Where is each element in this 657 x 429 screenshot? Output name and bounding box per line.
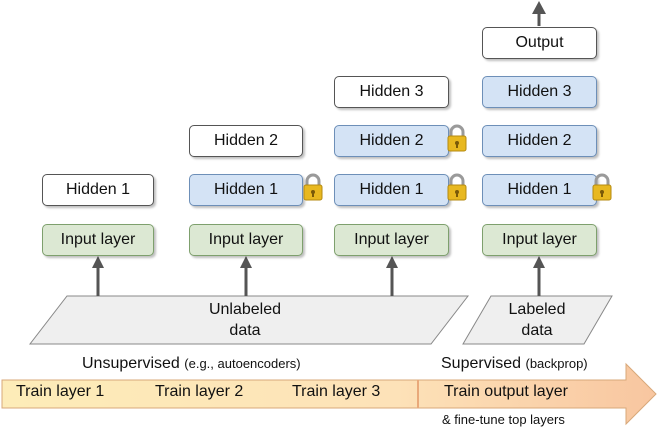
layer-label: Input layer: [354, 231, 429, 248]
layer-label: Input layer: [502, 231, 577, 248]
unlabeled-line1: Unlabeled: [208, 301, 282, 318]
layer-label: Hidden 1: [359, 181, 424, 198]
up-arrow-icon: [240, 256, 252, 268]
col3-hidden2-box: Hidden 2: [334, 125, 449, 157]
col2-input-layer-box: Input layer: [189, 224, 303, 256]
col3-hidden3-box: Hidden 3: [334, 76, 449, 108]
layer-label: Hidden 3: [507, 83, 572, 100]
labeled-line1: Labeled: [508, 301, 566, 318]
lock-icon: [447, 173, 467, 201]
train-step-4: Train output layer: [444, 383, 568, 400]
lock-icon: [447, 124, 467, 152]
layer-label: Hidden 2: [507, 132, 572, 149]
supervised-note: (backprop): [525, 356, 588, 371]
layer-label: Hidden 1: [65, 181, 131, 198]
layer-label: Hidden 2: [213, 132, 279, 149]
up-arrow-icon: [92, 256, 104, 268]
col3-hidden1-box: Hidden 1: [334, 174, 449, 206]
labeled-data-shape: [462, 295, 613, 345]
layer-label: Input layer: [60, 231, 136, 248]
labeled-line2: data: [521, 322, 553, 339]
layer-label: Hidden 2: [359, 132, 424, 149]
timeline-arrow-icon: [1, 362, 657, 426]
layer-label: Input layer: [208, 231, 284, 248]
lock-icon: [303, 173, 323, 201]
fine-tune-note: & fine-tune top layers: [442, 412, 565, 427]
unsupervised-note: (e.g., autoencoders): [184, 356, 301, 371]
lock-icon: [592, 173, 612, 201]
labeled-data-label: Labeled data: [487, 299, 587, 341]
unsupervised-title: Unsupervised: [82, 355, 180, 372]
up-arrow-icon: [533, 256, 545, 268]
layer-label: Output: [515, 34, 564, 51]
unsupervised-heading: Unsupervised (e.g., autoencoders): [82, 355, 301, 373]
col4-hidden2-box: Hidden 2: [482, 125, 597, 157]
col1-input-layer-box: Input layer: [42, 224, 154, 256]
col4-output-box: Output: [482, 27, 597, 59]
unlabeled-line2: data: [229, 322, 261, 339]
output-arrow-icon: [532, 1, 546, 14]
col2-hidden1-box: Hidden 1: [189, 174, 303, 206]
col4-input-layer-box: Input layer: [482, 224, 597, 256]
supervised-title: Supervised: [441, 355, 522, 372]
unlabeled-data-shape: [28, 295, 470, 345]
unlabeled-data-label: Unlabeled data: [190, 299, 300, 341]
col3-input-layer-box: Input layer: [334, 224, 449, 256]
train-step-2: Train layer 2: [155, 383, 244, 400]
col2-hidden2-box: Hidden 2: [189, 125, 303, 157]
col1-hidden1-box: Hidden 1: [42, 174, 154, 206]
layer-label: Hidden 3: [359, 83, 424, 100]
supervised-heading: Supervised (backprop): [441, 355, 588, 373]
layer-label: Hidden 1: [507, 181, 572, 198]
train-step-1: Train layer 1: [16, 383, 105, 400]
col4-hidden1-box: Hidden 1: [482, 174, 597, 206]
col4-hidden3-box: Hidden 3: [482, 76, 597, 108]
train-step-3: Train layer 3: [292, 383, 381, 400]
layer-label: Hidden 1: [213, 181, 279, 198]
up-arrow-icon: [386, 256, 398, 268]
